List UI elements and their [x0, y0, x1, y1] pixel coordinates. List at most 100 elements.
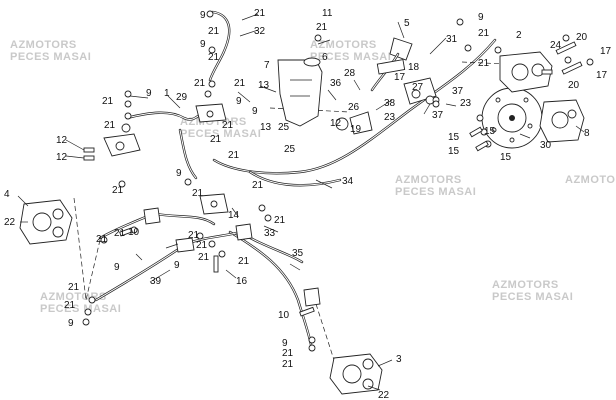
callout-21: 21 — [238, 256, 250, 267]
callout-23: 23 — [460, 98, 472, 109]
callout-4: 4 — [4, 189, 10, 200]
callout-18: 18 — [408, 62, 420, 73]
watermark-group: AZMOTORS PECES MASAI AZMOTORS PECES MASA… — [10, 39, 616, 315]
callout-21: 21 — [188, 230, 200, 241]
callout-21: 21 — [222, 120, 234, 131]
brake-unions — [103, 103, 321, 307]
callout-10: 10 — [278, 310, 290, 321]
callout-25: 25 — [284, 144, 296, 155]
callout-9: 9 — [252, 106, 258, 117]
callout-13: 13 — [258, 80, 270, 91]
callout-2: 2 — [516, 30, 522, 41]
callout-11: 11 — [322, 8, 333, 19]
callout-21: 21 — [68, 282, 80, 293]
callout-31: 31 — [446, 34, 458, 45]
callout-15: 15 — [484, 126, 496, 137]
callout-22: 22 — [378, 390, 390, 400]
callout-34: 34 — [342, 176, 354, 187]
callout-21: 21 — [228, 150, 240, 161]
callout-8: 8 — [584, 128, 590, 139]
callout-13: 13 — [260, 122, 272, 133]
watermark-line2: PECES MASAI — [180, 128, 261, 140]
callout-9: 9 — [200, 39, 206, 50]
callout-26: 26 — [348, 102, 360, 113]
callout-21: 21 — [210, 134, 222, 145]
callout-28: 28 — [344, 68, 356, 79]
callout-9: 9 — [282, 338, 288, 349]
callout-19: 19 — [350, 124, 362, 135]
callout-21: 21 — [196, 240, 208, 251]
callout-30: 30 — [540, 140, 552, 151]
callout-7: 7 — [264, 60, 270, 71]
callout-6: 6 — [322, 52, 328, 63]
callout-25: 25 — [278, 122, 290, 133]
callout-17: 17 — [596, 70, 608, 81]
callout-12: 12 — [330, 118, 342, 129]
callout-38: 38 — [384, 98, 396, 109]
fasteners — [82, 10, 594, 352]
callout-9: 9 — [200, 10, 206, 21]
callout-21: 21 — [194, 78, 206, 89]
callout-21: 21 — [96, 234, 108, 245]
watermark-line1: AZMOTORS — [10, 39, 77, 51]
callout-21: 21 — [198, 252, 210, 263]
callout-17: 17 — [394, 72, 406, 83]
callout-39: 39 — [150, 276, 162, 287]
callout-21: 21 — [252, 180, 264, 191]
callout-9: 9 — [68, 318, 74, 329]
callout-21: 21 — [478, 28, 490, 39]
watermark-line2: PECES MASAI — [10, 51, 91, 63]
watermark-line1: AZMOTORS — [310, 39, 377, 51]
leader-lines — [17, 13, 585, 391]
callout-21: 21 — [114, 228, 126, 239]
callout-15: 15 — [448, 132, 460, 143]
callout-9: 9 — [174, 260, 180, 271]
callout-21: 21 — [316, 22, 328, 33]
callout-23: 23 — [384, 112, 396, 123]
callout-20: 20 — [568, 80, 580, 91]
callout-35: 35 — [292, 248, 304, 259]
callout-5: 5 — [404, 18, 410, 29]
callout-21: 21 — [208, 26, 220, 37]
watermark-line2: PECES MASAI — [492, 291, 573, 303]
watermark-line1: AZMOTORS — [565, 174, 616, 186]
callout-12: 12 — [56, 135, 68, 146]
callout-27: 27 — [412, 82, 424, 93]
callout-36: 36 — [330, 78, 342, 89]
callout-20: 20 — [576, 32, 588, 43]
watermark-line1: AZMOTORS — [395, 174, 462, 186]
callout-labels: 4 22 12 12 21 9 1 21 21 10 21 21 9 39 21… — [4, 8, 612, 400]
watermark-line2: PECES MASAI — [395, 186, 476, 198]
callout-21: 21 — [282, 348, 294, 359]
callout-21: 21 — [112, 185, 124, 196]
brake-caliper-right — [539, 99, 585, 143]
brake-caliper-front-right — [329, 353, 383, 395]
callout-17: 17 — [600, 46, 612, 57]
callout-21: 21 — [282, 359, 294, 370]
brake-caliper-front-left — [19, 199, 73, 245]
callout-21: 21 — [478, 58, 490, 69]
callout-21: 21 — [64, 300, 76, 311]
callout-16: 16 — [236, 276, 248, 287]
callout-24: 24 — [550, 40, 562, 51]
callout-22: 22 — [4, 217, 16, 228]
brake-caliper-rear-right — [499, 51, 553, 93]
callout-3: 3 — [396, 354, 402, 365]
callout-9: 9 — [478, 12, 484, 23]
callout-9: 9 — [146, 88, 152, 99]
callout-9: 9 — [176, 168, 182, 179]
watermark-line2: PECES MASAI — [310, 51, 391, 63]
callout-10: 10 — [128, 227, 140, 238]
callout-9: 9 — [114, 262, 120, 273]
callout-15: 15 — [500, 152, 512, 163]
callout-37: 37 — [452, 86, 464, 97]
callout-21: 21 — [274, 215, 286, 226]
brake-fluid-reservoir — [277, 57, 323, 127]
callout-12: 12 — [56, 152, 68, 163]
callout-15: 15 — [448, 146, 460, 157]
callout-37: 37 — [432, 110, 444, 121]
callout-32: 32 — [254, 26, 266, 37]
brake-disc — [481, 87, 543, 149]
callout-21: 21 — [234, 78, 246, 89]
